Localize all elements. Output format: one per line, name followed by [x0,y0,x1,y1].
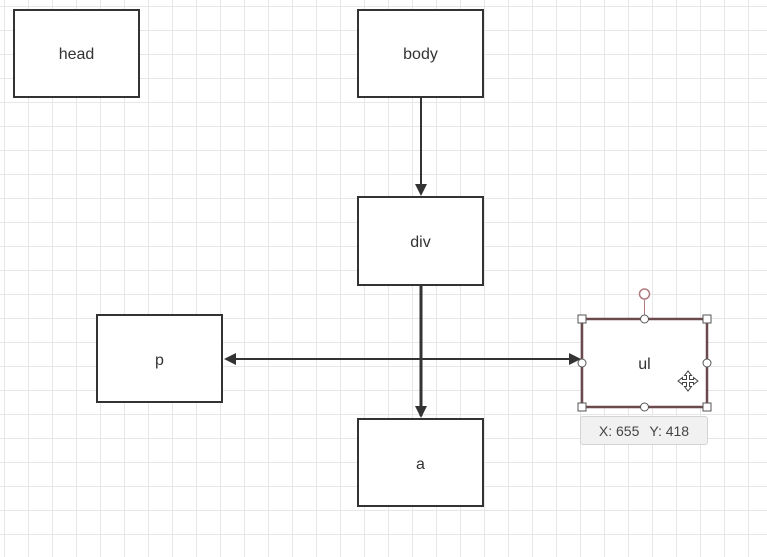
node-p-label: p [155,352,164,369]
resize-handle-top-left[interactable] [577,314,587,324]
node-div-label: div [410,234,430,251]
node-p[interactable]: p [96,314,223,403]
resize-handle-bottom-left[interactable] [577,402,587,412]
node-div[interactable]: div [357,196,484,286]
node-head[interactable]: head [13,9,140,98]
node-a-box[interactable] [357,418,484,507]
coordinate-tooltip: X: 655 Y: 418 [580,416,708,445]
node-body-label: body [403,46,438,63]
node-body-box[interactable] [357,9,484,98]
node-p-box[interactable] [96,314,223,403]
node-ul-label: ul [638,356,650,373]
connect-handle-left[interactable] [577,358,587,368]
node-a-label: a [416,456,425,473]
node-head-label: head [59,46,95,63]
connect-handle-right[interactable] [702,358,712,368]
node-div-box[interactable] [357,196,484,286]
resize-handle-top-right[interactable] [702,314,712,324]
move-cursor-icon [677,370,699,392]
edges [224,98,581,418]
coordinate-y-text: Y: 418 [649,422,690,439]
node-body[interactable]: body [357,9,484,98]
node-a[interactable]: a [357,418,484,507]
node-ul[interactable]: ul [577,288,712,412]
connect-handle-top[interactable] [640,314,649,324]
rotate-handle-icon[interactable] [638,288,651,300]
coordinate-x-text: X: 655 [598,422,640,439]
node-head-box[interactable] [13,9,140,98]
connect-handle-bottom[interactable] [640,402,649,412]
resize-handle-bottom-right[interactable] [702,402,712,412]
